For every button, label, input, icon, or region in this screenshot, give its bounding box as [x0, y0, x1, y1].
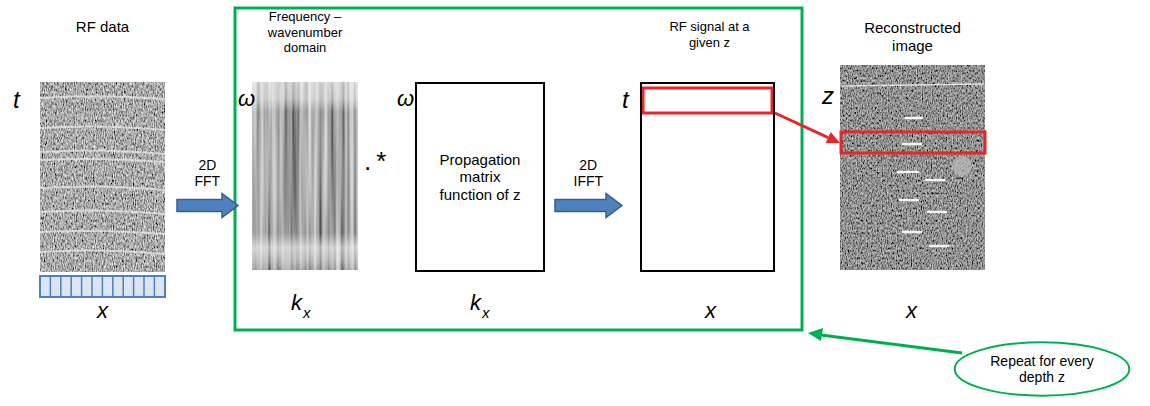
- axis-label: k: [470, 292, 481, 314]
- recon-speckle: [840, 65, 985, 270]
- image-heading: Reconstructed image: [853, 19, 973, 55]
- rf-echo-lines: [40, 96, 165, 254]
- ifft-arrow: [555, 194, 622, 218]
- edge-label: 2D IFFT: [574, 157, 604, 189]
- axis-label: k: [291, 292, 302, 314]
- loop-frame: [235, 8, 802, 330]
- image-heading: Frequency – wavenumber domain: [257, 9, 353, 56]
- connector-line: [775, 113, 828, 138]
- row-transfer-arrow: [775, 113, 840, 143]
- image-heading: RF signal at a given z: [660, 19, 760, 50]
- axis-label: x: [906, 300, 917, 322]
- cyst-target: [952, 156, 972, 176]
- node-text: Propagation matrix function of z: [434, 151, 526, 203]
- axis-label: t: [13, 88, 20, 112]
- process-box: Propagation matrix function of z: [415, 82, 545, 272]
- axis-label: ω: [397, 88, 414, 110]
- arrow-head: [826, 132, 840, 143]
- reconstructed-image: Reconstructed image: [840, 65, 985, 270]
- axis-label: x: [705, 300, 716, 322]
- axis-label: x: [97, 300, 108, 322]
- image-heading: RF data: [48, 18, 158, 36]
- selected-depth-row: [841, 132, 985, 153]
- axis-label: ω: [238, 88, 255, 110]
- frequency-domain-image: Frequency – wavenumber domain: [252, 82, 358, 270]
- loop-ellipse: Repeat for every depth z: [952, 340, 1132, 398]
- node-text: Repeat for every depth z: [977, 353, 1107, 385]
- fft-arrow: [177, 194, 238, 218]
- point-targets: [842, 84, 983, 246]
- axis-label: t: [622, 88, 629, 112]
- rf-signal-box: RF signal at a given z: [640, 82, 775, 272]
- axis-subscript: x: [482, 305, 490, 320]
- axis-subscript: x: [303, 305, 311, 320]
- ellipse-shape: [955, 342, 1130, 395]
- rf-data-image: RF data: [40, 82, 165, 272]
- loop-arrow: [808, 328, 962, 353]
- selected-row: [643, 88, 772, 113]
- operator-symbol: .*: [364, 148, 391, 174]
- rf-speckle: [40, 82, 165, 272]
- kspace-stripes: [252, 82, 358, 270]
- edge-label: 2D FFT: [195, 157, 221, 189]
- transducer-array: [40, 276, 165, 297]
- kspace-bands: [252, 82, 358, 270]
- axis-label: z: [822, 84, 834, 108]
